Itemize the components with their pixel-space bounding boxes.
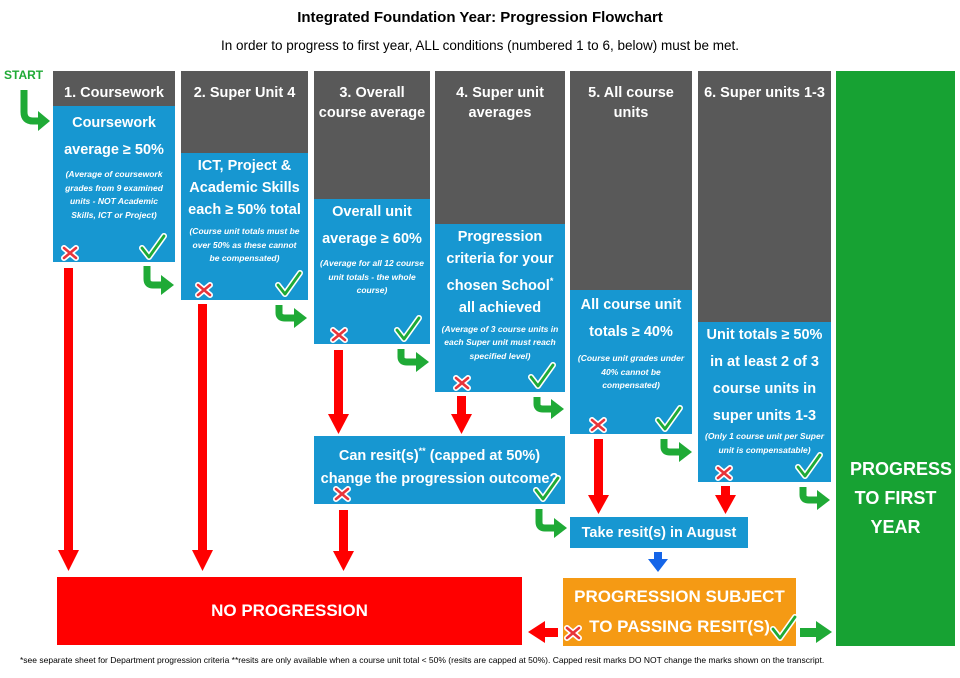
fail-arrow-6 <box>715 486 736 514</box>
pass-arrow-4-to-5 <box>533 397 564 419</box>
pass-arrow-subject-to-progress <box>800 621 832 643</box>
subject-to-resits-box: PROGRESSION SUBJECT TO PASSING RESIT(S) <box>563 578 796 646</box>
pass-arrow-resit-to-take <box>535 509 567 538</box>
column-5-title: 5. All course units <box>588 85 674 121</box>
condition-1-note: (Average of coursework grades from 9 exa… <box>65 169 163 220</box>
fail-arrow-4 <box>451 396 472 434</box>
condition-4-footnote-marker: * <box>549 276 554 286</box>
column-2-title: 2. Super Unit 4 <box>193 85 296 101</box>
fail-cross-5-icon <box>592 420 604 430</box>
condition-3-box: Overall unit average ≥ 60% (Average for … <box>314 199 430 344</box>
pass-tick-5-icon <box>658 408 680 429</box>
condition-6-box: Unit totals ≥ 50% in at least 2 of 3 cou… <box>698 322 831 482</box>
fail-cross-3-icon <box>333 330 345 340</box>
pass-arrow-2-to-3 <box>275 305 307 328</box>
fail-cross-6-icon <box>718 468 730 478</box>
condition-2-text: ICT, Project & Academic Skills each ≥ 50… <box>188 158 301 218</box>
condition-6-text: Unit totals ≥ 50% in at least 2 of 3 cou… <box>706 327 823 424</box>
column-4-title: 4. Super unit averages <box>456 85 544 121</box>
condition-6-note: (Only 1 course unit per Super unit is co… <box>704 431 825 455</box>
column-1-title: 1. Coursework <box>64 85 164 101</box>
take-resits-box: Take resit(s) in August <box>570 517 748 548</box>
condition-1-text: Coursework average ≥ 50% <box>64 115 164 158</box>
pass-tick-subject-icon <box>773 617 795 638</box>
footnote: *see separate sheet for Department progr… <box>20 655 825 665</box>
condition-3-text: Overall unit average ≥ 60% <box>322 204 422 247</box>
pass-tick-2-icon <box>278 273 300 294</box>
progress-label: PROGRESS TO FIRST YEAR <box>850 459 953 537</box>
fail-cross-resit-icon <box>336 489 348 499</box>
fail-arrow-2 <box>192 304 213 571</box>
condition-4-text: Progression criteria for your chosen Sch… <box>435 226 565 319</box>
pass-arrow-3-to-4 <box>397 349 429 372</box>
condition-5-box: All course unit totals ≥ 40% (Course uni… <box>570 290 692 434</box>
resit-question-line2: change the progression outcome? <box>320 470 559 487</box>
resit-footnote-marker: ** <box>418 446 426 456</box>
resit-question-box: Can resit(s)** (capped at 50%) change th… <box>314 436 565 504</box>
fail-arrow-1 <box>58 268 79 571</box>
take-resits-label: Take resit(s) in August <box>581 524 737 541</box>
fail-arrow-3 <box>328 350 349 434</box>
condition-3-note: (Average for all 12 course unit totals -… <box>320 258 424 295</box>
condition-4-text-tail: all achieved <box>458 299 542 316</box>
condition-4-box: Progression criteria for your chosen Sch… <box>435 224 565 392</box>
progress-to-first-year-box: PROGRESS TO FIRST YEAR <box>836 71 955 646</box>
no-progression-label: NO PROGRESSION <box>211 601 368 620</box>
column-6-title: 6. Super units 1-3 <box>704 85 825 101</box>
column-3-title: 3. Overall course average <box>318 85 426 121</box>
condition-2-note: (Course unit totals must be over 50% as … <box>189 226 300 263</box>
resit-arrow-take-to-subject <box>648 552 668 572</box>
fail-arrow-subject-to-no-progression <box>528 621 558 643</box>
condition-1-box: Coursework average ≥ 50% (Average of cou… <box>53 106 175 262</box>
no-progression-box: NO PROGRESSION <box>57 577 522 645</box>
condition-5-note: (Course unit grades under 40% cannot be … <box>577 353 685 390</box>
condition-4-note: (Average of 3 course units in each Super… <box>441 323 559 361</box>
pass-arrow-5-to-6 <box>660 439 692 462</box>
pass-tick-1-icon <box>142 236 164 257</box>
start-arrow <box>20 90 50 131</box>
subject-to-resits-label: PROGRESSION SUBJECT TO PASSING RESIT(S) <box>574 587 785 636</box>
condition-2-box: ICT, Project & Academic Skills each ≥ 50… <box>181 153 308 300</box>
resit-question-part-a: Can resit(s) <box>338 447 419 464</box>
fail-cross-2-icon <box>198 285 210 295</box>
fail-arrow-5 <box>588 439 609 514</box>
fail-cross-4-icon <box>456 378 468 388</box>
pass-tick-6-icon <box>798 455 820 476</box>
pass-tick-4-icon <box>531 365 553 386</box>
fail-cross-subject-icon <box>567 628 579 638</box>
fail-cross-1-icon <box>64 248 76 258</box>
page-title: Integrated Foundation Year: Progression … <box>297 9 663 26</box>
pass-tick-resit-icon <box>536 478 558 499</box>
start-label: START <box>4 68 44 82</box>
resit-question-part-b: (capped at 50%) <box>425 447 541 464</box>
pass-tick-3-icon <box>397 318 419 339</box>
page-subtitle: In order to progress to first year, ALL … <box>220 38 739 53</box>
condition-4-text-main: Progression criteria for your chosen Sch… <box>446 229 554 294</box>
fail-arrow-resit <box>333 510 354 571</box>
resit-question-line1: Can resit(s)** (capped at 50%) <box>314 440 565 468</box>
pass-arrow-1-to-2 <box>143 266 174 295</box>
pass-arrow-6-to-progress <box>799 487 830 510</box>
condition-5-text: All course unit totals ≥ 40% <box>580 297 682 340</box>
